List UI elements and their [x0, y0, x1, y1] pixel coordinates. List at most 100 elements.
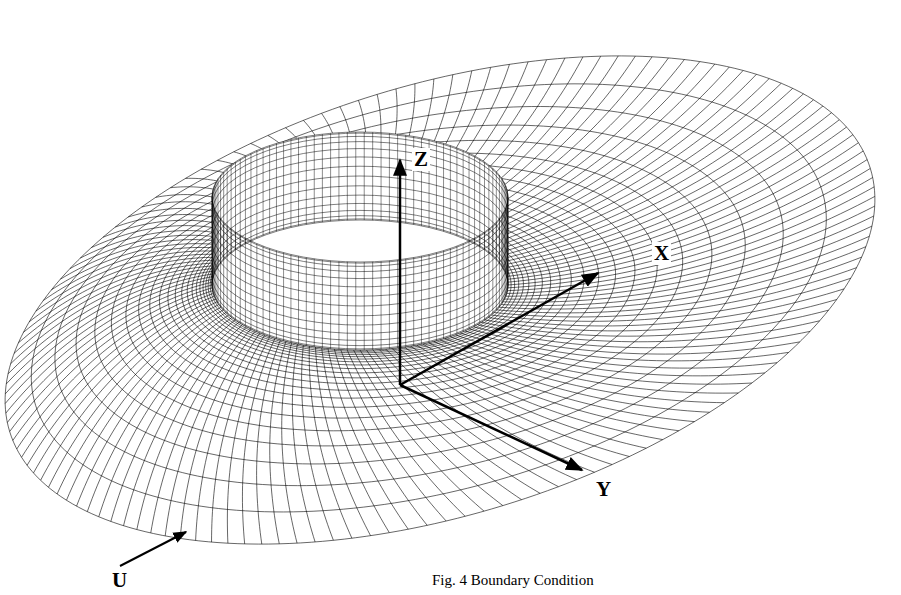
- mesh-radial-line: [124, 322, 239, 525]
- cylinder-vertical: [290, 254, 291, 342]
- cylinder-vertical: [212, 193, 213, 281]
- mesh-radial-line: [485, 300, 837, 331]
- cylinder-ring: [212, 176, 508, 306]
- mesh-radial-line: [491, 278, 850, 321]
- mesh-radial-line: [315, 347, 370, 536]
- cylinder-vertical: [397, 134, 398, 222]
- mesh-radial-line: [398, 348, 612, 465]
- cylinder-vertical: [355, 262, 356, 350]
- cylinder-vertical: [469, 153, 470, 241]
- mesh-radial-line: [165, 329, 251, 536]
- cylinder-vertical: [504, 182, 505, 270]
- mesh-radial-line: [411, 346, 647, 448]
- mesh-radial-line: [196, 333, 260, 541]
- cylinder-vertical: [240, 159, 241, 247]
- cylinder-ring: [212, 195, 508, 325]
- mesh-ring: [76, 125, 745, 464]
- cylinder-vertical: [456, 246, 457, 334]
- mesh-ring: [31, 84, 826, 512]
- mesh-radial-line: [99, 318, 232, 517]
- cylinder-ring: [212, 220, 508, 350]
- cylinder-vertical: [474, 238, 475, 326]
- cylinder-vertical: [389, 261, 390, 349]
- mesh-radial-line: [503, 120, 839, 268]
- cylinder-vertical: [263, 246, 264, 334]
- coordinate-axes: [120, 160, 598, 566]
- cylinder-vertical: [338, 261, 339, 349]
- cylinder-vertical: [250, 153, 251, 241]
- z-axis: [399, 160, 402, 385]
- cylinder-vertical: [231, 165, 232, 253]
- mesh-radial-line: [494, 268, 856, 317]
- cylinder-vertical: [436, 253, 437, 341]
- cylinder-vertical: [240, 235, 241, 323]
- cylinder-ring: [212, 210, 508, 340]
- mesh-radial-line: [507, 143, 859, 277]
- cylinder-vertical: [405, 259, 406, 347]
- cylinder-vertical: [223, 172, 224, 260]
- mesh-radial-line: [27, 296, 214, 465]
- mesh-radial-line: [10, 285, 212, 432]
- cylinder-vertical: [298, 256, 299, 344]
- cylinder-vertical: [314, 259, 315, 347]
- mesh-radial-line: [282, 343, 297, 543]
- cylinder-vertical: [322, 260, 323, 348]
- cylinder-ring: [212, 186, 508, 316]
- cylinder-ring: [212, 203, 508, 333]
- cylinder-vertical: [372, 262, 373, 350]
- mesh-radial-line: [292, 344, 315, 542]
- cylinder-ring: [212, 142, 508, 272]
- mesh-radial-line: [111, 320, 235, 522]
- cylinder-vertical: [276, 251, 277, 339]
- cylinder-vertical: [463, 150, 464, 238]
- mesh-radial-line: [504, 127, 846, 271]
- mesh-radial-line: [392, 348, 594, 472]
- mesh-radial-line: [450, 337, 752, 385]
- cylinder-vertical: [215, 182, 216, 270]
- cylinder-vertical: [405, 135, 406, 223]
- cylinder-vertical: [214, 186, 215, 274]
- mesh-radial-line: [309, 346, 352, 538]
- mesh-radial-line: [341, 349, 446, 521]
- axis-label: Y: [594, 478, 613, 501]
- cylinder-vertical: [474, 156, 475, 244]
- cylinder-vertical: [397, 260, 398, 348]
- y-axis: [400, 385, 582, 470]
- cylinder-vertical: [479, 235, 480, 323]
- cylinder-vertical: [220, 175, 221, 263]
- mesh-radial-line: [488, 83, 781, 252]
- cylinder-vertical: [330, 133, 331, 221]
- cylinder-vertical: [381, 261, 382, 349]
- cylinder-vertical: [217, 179, 218, 267]
- mesh-radial-line: [77, 312, 226, 506]
- mesh-radial-line: [212, 335, 265, 542]
- mesh-radial-line: [504, 216, 873, 299]
- mesh-radial-line: [242, 338, 275, 544]
- cylinder-vertical: [450, 146, 451, 234]
- mesh-radial-line: [66, 310, 223, 500]
- cylinder-vertical: [364, 132, 365, 220]
- mesh-radial-line: [465, 331, 789, 361]
- cylinder-vertical: [499, 175, 500, 263]
- cylinder-vertical: [429, 254, 430, 342]
- cylinder-vertical: [507, 190, 508, 278]
- cylinder-vertical: [250, 241, 251, 329]
- cylinder-vertical: [488, 165, 489, 253]
- mesh-radial-line: [5, 277, 213, 404]
- mesh-radial-line: [270, 341, 286, 544]
- cylinder-vertical: [269, 248, 270, 336]
- mesh-radial-line: [491, 88, 792, 255]
- mesh-radial-line: [497, 100, 814, 260]
- cylinder-vertical: [330, 261, 331, 349]
- cylinder-vertical: [269, 146, 270, 234]
- cylinder-vertical: [298, 138, 299, 226]
- cylinder-vertical: [347, 132, 348, 220]
- cylinder-vertical: [322, 134, 323, 222]
- mesh-radial-line: [227, 337, 270, 544]
- mesh-radial-line: [481, 310, 828, 336]
- cylinder-body: [212, 132, 508, 350]
- cylinder-ring: [212, 216, 508, 346]
- mesh-radial-line: [366, 350, 521, 500]
- mesh-radial-line: [41, 302, 217, 480]
- flow-label: U: [110, 569, 129, 592]
